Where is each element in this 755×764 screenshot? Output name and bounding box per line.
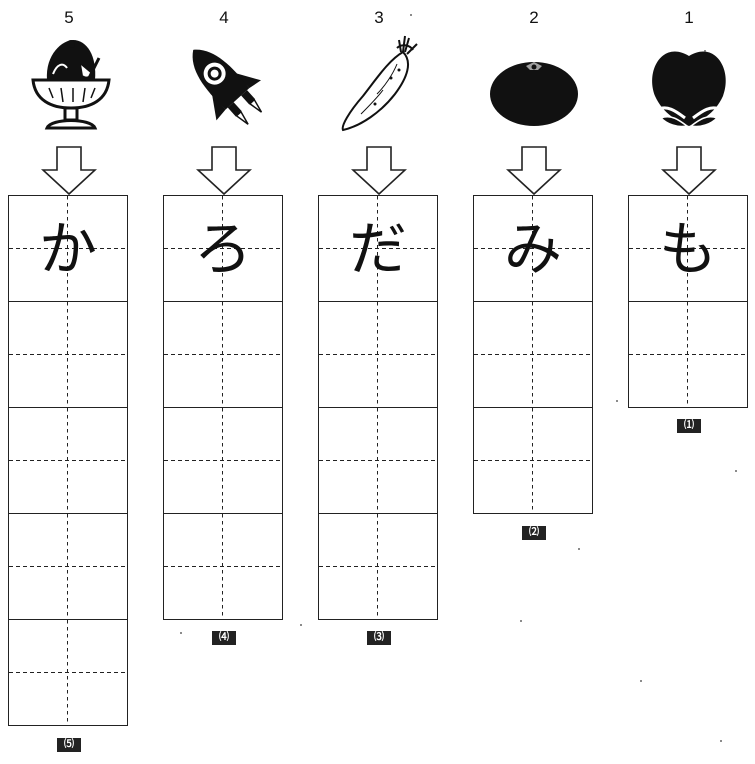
writing-cell[interactable] bbox=[474, 408, 592, 514]
writing-cell[interactable] bbox=[319, 408, 437, 514]
writing-cell[interactable] bbox=[319, 302, 437, 408]
rocket-icon bbox=[192, 49, 263, 125]
writing-grid: か bbox=[8, 195, 128, 726]
writing-cell[interactable] bbox=[164, 302, 282, 408]
answer-badge: ⑵ bbox=[522, 526, 546, 540]
answer-badge: ⑷ bbox=[212, 631, 236, 645]
scan-speck bbox=[616, 400, 618, 402]
writing-cell[interactable]: か bbox=[9, 196, 127, 302]
column-number: 1 bbox=[684, 8, 694, 27]
scan-speck bbox=[720, 740, 722, 742]
writing-grid: だ bbox=[318, 195, 438, 620]
peach-icon bbox=[652, 51, 726, 128]
writing-cell[interactable] bbox=[9, 408, 127, 514]
writing-cell[interactable] bbox=[629, 302, 747, 408]
writing-grid: み bbox=[473, 195, 593, 514]
daikon-icon bbox=[341, 35, 418, 132]
writing-cell[interactable] bbox=[9, 302, 127, 408]
scan-speck bbox=[735, 470, 737, 472]
scan-speck bbox=[410, 14, 412, 16]
writing-cell[interactable] bbox=[164, 408, 282, 514]
writing-cell[interactable]: み bbox=[474, 196, 592, 302]
writing-cell[interactable] bbox=[164, 514, 282, 620]
scan-speck bbox=[300, 624, 302, 626]
model-character: も bbox=[658, 214, 717, 283]
scan-speck bbox=[520, 620, 522, 622]
model-character: み bbox=[503, 214, 562, 283]
writing-cell[interactable]: だ bbox=[319, 196, 437, 302]
shaved-ice-icon bbox=[31, 40, 111, 130]
down-arrow-icon bbox=[661, 146, 717, 196]
column-number: 2 bbox=[529, 8, 539, 27]
writing-grid: ろ bbox=[163, 195, 283, 620]
writing-cell[interactable] bbox=[9, 514, 127, 620]
model-character: ろ bbox=[193, 214, 252, 283]
writing-cell[interactable]: ろ bbox=[164, 196, 282, 302]
model-character: か bbox=[38, 214, 97, 283]
writing-grid: も bbox=[628, 195, 748, 408]
column-number: 4 bbox=[219, 8, 229, 27]
column-number: 5 bbox=[64, 8, 74, 27]
answer-badge: ⑸ bbox=[57, 738, 81, 752]
scan-speck bbox=[578, 548, 580, 550]
mandarin-orange-icon bbox=[490, 62, 578, 126]
writing-cell[interactable] bbox=[319, 514, 437, 620]
answer-badge: ⑴ bbox=[677, 419, 701, 433]
down-arrow-icon bbox=[351, 146, 407, 196]
writing-cell[interactable] bbox=[474, 302, 592, 408]
down-arrow-icon bbox=[196, 146, 252, 196]
scan-speck bbox=[640, 680, 642, 682]
down-arrow-icon bbox=[41, 146, 97, 196]
scan-speck bbox=[180, 632, 182, 634]
writing-cell[interactable]: も bbox=[629, 196, 747, 302]
answer-badge: ⑶ bbox=[367, 631, 391, 645]
model-character: だ bbox=[348, 214, 407, 283]
scan-speck bbox=[704, 50, 706, 52]
down-arrow-icon bbox=[506, 146, 562, 196]
column-number: 3 bbox=[374, 8, 384, 27]
writing-cell[interactable] bbox=[9, 620, 127, 726]
